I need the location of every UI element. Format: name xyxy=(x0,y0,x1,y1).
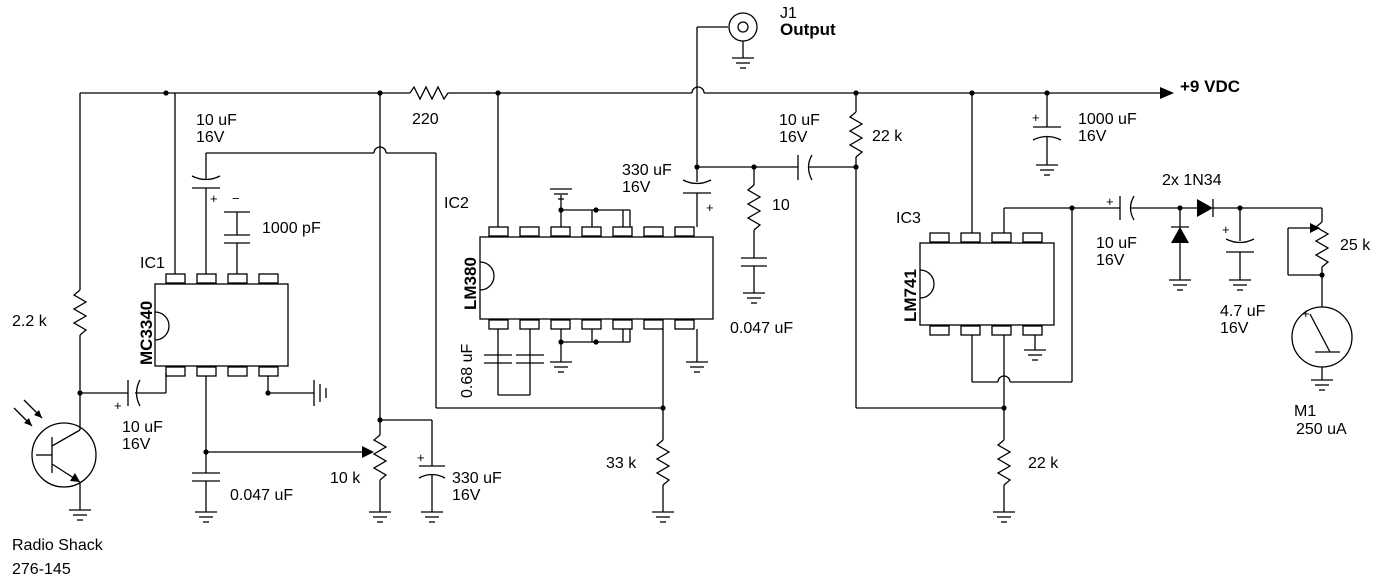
part-number-label: 276-145 xyxy=(12,561,71,578)
svg-text:+: + xyxy=(417,450,425,465)
cap-1000uf-val: 1000 uF xyxy=(1078,111,1137,128)
supply-rail xyxy=(80,86,1174,99)
ic2-lm380 xyxy=(479,226,714,330)
resistor-10-label: 10 xyxy=(772,197,790,214)
ic3-ref: IC3 xyxy=(896,210,921,227)
cap-330uf-a-val: 330 uF xyxy=(452,470,502,487)
pot-10k-label: 10 k xyxy=(330,470,361,487)
capacitor-068uf xyxy=(484,329,544,396)
resistor-22k-top xyxy=(848,93,1004,409)
output-jack-j1 xyxy=(696,12,758,93)
cap-330uf-b-val: 330 uF xyxy=(622,162,672,179)
meter-val: 250 uA xyxy=(1296,421,1347,438)
cap-10uf-b-volt: 16V xyxy=(122,436,151,453)
supply-label: +9 VDC xyxy=(1180,77,1240,96)
capacitor-1000uf: + xyxy=(1032,93,1062,176)
svg-text:+: + xyxy=(114,398,122,413)
diode-label: 2x 1N34 xyxy=(1162,172,1222,189)
capacitor-10uf-coupling xyxy=(797,154,856,181)
svg-text:+: + xyxy=(706,200,714,215)
capacitor-047uf-left xyxy=(192,376,220,523)
diode-pair-1n34 xyxy=(1168,199,1322,291)
svg-text:+: + xyxy=(1302,306,1310,321)
capacitor-10uf-top: + − xyxy=(191,146,663,409)
cap-047uf-a-label: 0.047 uF xyxy=(230,487,293,504)
cap-4u7-volt: 16V xyxy=(1220,320,1249,337)
capacitor-4u7: + xyxy=(1222,208,1255,291)
j1-ref: J1 xyxy=(780,5,797,22)
svg-text:−: − xyxy=(232,191,240,206)
cap-10uf-d-volt: 16V xyxy=(1096,252,1125,269)
meter-ref: M1 xyxy=(1294,403,1316,420)
capacitor-10uf-rectifier: + xyxy=(1106,194,1180,221)
cap-1000pf-label: 1000 pF xyxy=(262,220,321,237)
phototransistor xyxy=(13,399,97,521)
cap-1000uf-volt: 16V xyxy=(1078,128,1107,145)
j1-name: Output xyxy=(780,20,836,39)
potentiometer-25k xyxy=(1287,208,1330,307)
cap-330uf-a-volt: 16V xyxy=(452,487,481,504)
resistor-220 xyxy=(409,85,452,101)
ic2-ref: IC2 xyxy=(444,195,469,212)
cap-10uf-a-volt: 16V xyxy=(196,129,225,146)
ic2-part: LM380 xyxy=(461,257,480,310)
resistor-22k-bottom xyxy=(992,439,1016,523)
resistor-22k-b-label: 22 k xyxy=(1028,455,1059,472)
svg-text:+: + xyxy=(1106,194,1114,209)
radio-shack-label: Radio Shack xyxy=(12,537,104,554)
potentiometer-10k xyxy=(206,93,392,523)
cap-10uf-c-val: 10 uF xyxy=(779,112,820,129)
resistor-33k xyxy=(651,329,675,523)
capacitor-330uf-output: + xyxy=(682,93,714,227)
svg-text:+: + xyxy=(1032,110,1040,125)
zobel-network xyxy=(697,164,798,304)
cap-068uf-label: 0.68 uF xyxy=(459,344,476,398)
cap-10uf-c-volt: 16V xyxy=(779,129,808,146)
ic1-mc3340 xyxy=(154,273,289,377)
svg-text:+: + xyxy=(1222,222,1230,237)
ic1-ref: IC1 xyxy=(140,255,165,272)
resistor-2k2-label: 2.2 k xyxy=(12,313,48,330)
cap-047uf-b-label: 0.047 uF xyxy=(730,320,793,337)
cap-10uf-d-val: 10 uF xyxy=(1096,235,1137,252)
svg-text:+: + xyxy=(210,191,218,206)
meter-m1: + xyxy=(1291,306,1353,391)
resistor-220-label: 220 xyxy=(412,111,439,128)
ic1-part: MC3340 xyxy=(137,301,156,365)
cap-10uf-a-val: 10 uF xyxy=(196,112,237,129)
resistor-22k-a-label: 22 k xyxy=(872,128,903,145)
cap-10uf-b-val: 10 uF xyxy=(122,419,163,436)
capacitor-10uf-input: + xyxy=(80,373,167,413)
resistor-33k-label: 33 k xyxy=(606,455,637,472)
pot-25k-label: 25 k xyxy=(1340,237,1371,254)
ic3-part: LM741 xyxy=(901,269,920,322)
resistor-2k2 xyxy=(72,93,88,430)
cap-4u7-val: 4.7 uF xyxy=(1220,303,1266,320)
ic3-lm741 xyxy=(919,232,1055,336)
cap-330uf-b-volt: 16V xyxy=(622,179,651,196)
capacitor-330uf-left: + xyxy=(380,419,446,523)
capacitor-1000pf xyxy=(224,211,250,274)
